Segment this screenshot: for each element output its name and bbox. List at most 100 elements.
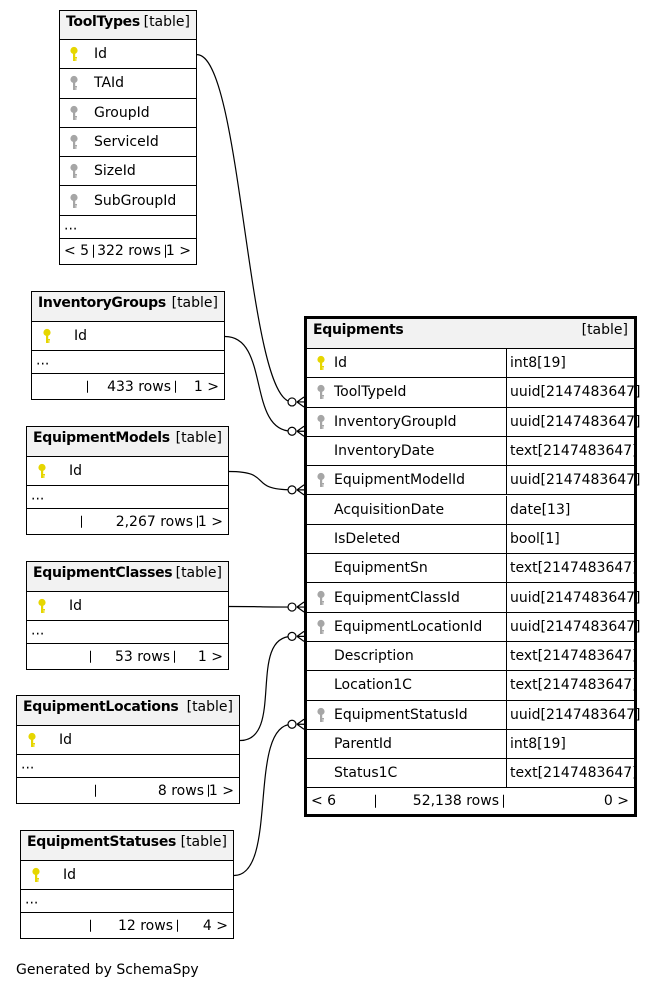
more-columns-row[interactable]: ... (17, 755, 239, 778)
more-columns-row[interactable]: ... (27, 621, 228, 644)
column-name: Location1C (334, 677, 412, 694)
more-columns-ellipsis: ... (21, 756, 35, 773)
table-name[interactable]: EquipmentModels (33, 430, 170, 446)
optional-circle-marker (287, 397, 297, 407)
footer-divider (174, 650, 175, 663)
table-name[interactable]: Equipments (313, 322, 404, 338)
table-name[interactable]: EquipmentLocations (23, 699, 179, 715)
more-columns-row[interactable]: ... (32, 351, 224, 374)
more-columns-ellipsis: ... (31, 487, 45, 504)
column-row-id[interactable]: Id (32, 322, 224, 351)
column-name: ToolTypeId (334, 384, 407, 401)
optional-circle-marker (287, 485, 297, 495)
crows-foot-marker (296, 718, 305, 730)
index-key-icon (69, 105, 79, 121)
column-name: InventoryGroupId (334, 413, 457, 430)
children-link[interactable]: 1 > (208, 782, 234, 799)
column-name: Id (334, 355, 348, 372)
parents-link[interactable]: < 5 (64, 243, 90, 260)
column-name: SizeId (94, 163, 136, 180)
column-row-size-id[interactable]: SizeId (60, 157, 196, 187)
footer-divider (95, 784, 96, 797)
column-name: Id (69, 598, 83, 614)
footer-divider (90, 919, 91, 932)
column-row-service-id[interactable]: ServiceId (60, 128, 196, 158)
row-count: 12 rows (117, 917, 173, 934)
column-row-sub-group-id[interactable]: SubGroupId (60, 187, 196, 216)
relationship-line (228, 470, 293, 491)
foreign-key-icon (316, 619, 326, 635)
table-name[interactable]: ToolTypes (66, 14, 140, 30)
footer-divider (177, 919, 178, 932)
optional-circle-marker (287, 719, 297, 729)
column-divider (506, 729, 507, 759)
column-row-id[interactable]: Id (21, 861, 233, 890)
footer-divider (208, 784, 209, 797)
table-header: InventoryGroups[table] (32, 292, 224, 322)
crows-foot-marker (296, 425, 305, 437)
relationship-line (224, 335, 293, 432)
column-row-id[interactable]: Id (27, 592, 228, 621)
more-columns-ellipsis: ... (64, 217, 78, 234)
children-link[interactable]: 1 > (193, 378, 219, 395)
column-name: SubGroupId (94, 192, 177, 209)
column-name: InventoryDate (334, 443, 435, 460)
column-name: Id (59, 732, 73, 748)
row-count: 52,138 rows (412, 793, 499, 809)
table-name[interactable]: EquipmentStatuses (27, 834, 177, 850)
optional-circle-marker (287, 426, 297, 436)
column-type: int8[19] (510, 736, 566, 753)
children-link[interactable]: 1 > (197, 513, 223, 530)
column-row-group-id[interactable]: GroupId (60, 99, 196, 128)
primary-key-icon (31, 867, 41, 883)
children-link[interactable]: 1 > (197, 648, 223, 665)
column-row-id[interactable]: Id (17, 726, 239, 755)
parents-link[interactable]: < 6 (311, 793, 337, 809)
column-row-taid[interactable]: TAId (60, 69, 196, 99)
table-name[interactable]: EquipmentClasses (33, 565, 173, 581)
column-name: AcquisitionDate (334, 501, 445, 518)
footer-divider (197, 515, 198, 528)
table-header: EquipmentClasses[table] (27, 562, 228, 592)
footer-divider (93, 245, 94, 258)
footer-divider (90, 650, 91, 663)
children-link[interactable]: 4 > (202, 917, 228, 934)
table-name[interactable]: InventoryGroups (38, 295, 166, 311)
more-columns-row[interactable]: ... (21, 890, 233, 913)
column-type: uuid[2147483647] (510, 589, 641, 606)
column-divider (506, 700, 507, 729)
column-row-id[interactable]: Id (60, 40, 196, 70)
column-divider (506, 554, 507, 583)
more-columns-row[interactable]: ... (27, 486, 228, 509)
table-header: ToolTypes[table] (60, 11, 196, 40)
children-link[interactable]: 1 > (165, 243, 191, 260)
column-row-id[interactable]: Id (27, 457, 228, 486)
table-header: EquipmentModels[table] (27, 427, 228, 457)
more-columns-row[interactable]: ... (60, 216, 196, 239)
children-link[interactable]: 0 > (603, 793, 629, 809)
